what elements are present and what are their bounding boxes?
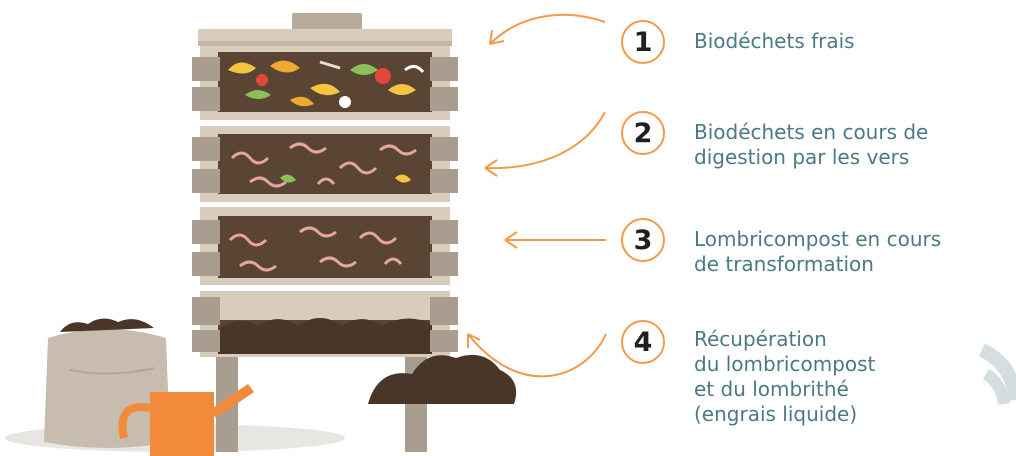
decorative-arc bbox=[978, 343, 1016, 402]
legend-item-4: 4 Récupération du lombricompost et du lo… bbox=[621, 320, 875, 427]
composter-lid bbox=[198, 29, 452, 41]
compost-pile bbox=[368, 354, 517, 404]
legend-item-2: 2 Biodéchets en cours de digestion par l… bbox=[621, 111, 928, 170]
tray-4-collection bbox=[192, 291, 458, 357]
legend-text-1: Biodéchets frais bbox=[694, 29, 855, 53]
compost-sack bbox=[44, 318, 170, 448]
watering-can bbox=[118, 384, 254, 456]
number-badge-4: 4 bbox=[621, 320, 665, 364]
legend-item-3: 3 Lombricompost en cours de transformati… bbox=[621, 218, 941, 277]
tray-3-transformation bbox=[192, 207, 458, 285]
legend-text-2: Biodéchets en cours de digestion par les… bbox=[694, 120, 929, 169]
legend-text-3: Lombricompost en cours de transformation bbox=[694, 227, 942, 276]
number-badge-1: 1 bbox=[621, 20, 665, 64]
arrow-1 bbox=[489, 13, 606, 45]
tray-1-fresh-waste bbox=[192, 46, 458, 120]
arrow-3 bbox=[504, 231, 606, 249]
composter-lid-handle bbox=[292, 13, 362, 31]
number-badge-2: 2 bbox=[621, 111, 665, 155]
legend-item-1: 1 Biodéchets frais bbox=[621, 20, 855, 64]
tray-2-digestion bbox=[192, 126, 458, 202]
number-badge-3: 3 bbox=[621, 218, 665, 262]
legend-text-4: Récupération du lombricompost et du lomb… bbox=[694, 327, 876, 426]
arrow-4 bbox=[467, 333, 607, 378]
arrow-2 bbox=[484, 111, 606, 177]
